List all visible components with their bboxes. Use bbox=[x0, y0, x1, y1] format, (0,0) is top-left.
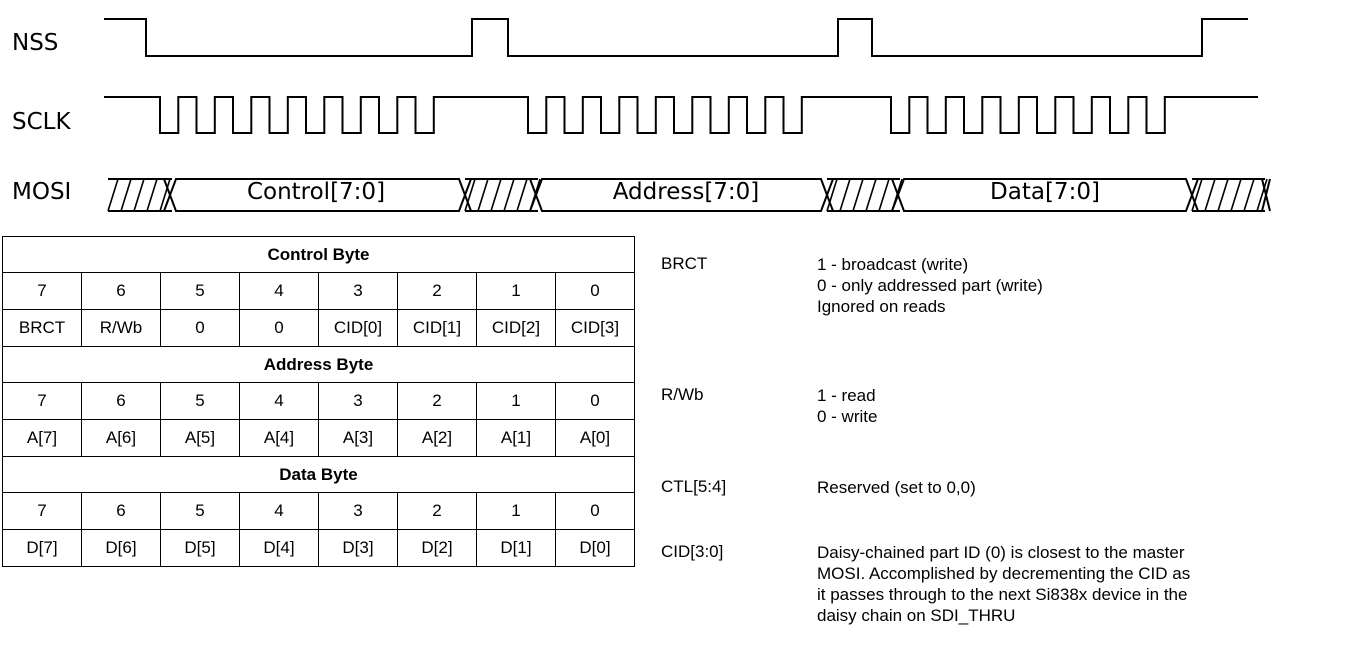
bit-number: 0 bbox=[555, 492, 635, 530]
bit-number: 5 bbox=[160, 272, 240, 310]
bit-number: 4 bbox=[239, 492, 319, 530]
bit-field: CID[0] bbox=[318, 309, 398, 347]
definition-desc: Reserved (set to 0,0) bbox=[817, 478, 976, 497]
mosi-bus: Control[7:0] Address[7:0] Data[7:0] bbox=[107, 178, 1271, 212]
bit-field: D[7] bbox=[2, 529, 82, 567]
bit-number: 3 bbox=[318, 382, 398, 420]
sclk-waveform bbox=[104, 96, 1258, 134]
bit-number: 4 bbox=[239, 272, 319, 310]
sclk-label: SCLK bbox=[12, 109, 71, 135]
timing-diagram: NSS SCLK MOSI Control[7:0] Address[7:0] … bbox=[12, 18, 1271, 212]
mosi-label: MOSI bbox=[12, 179, 71, 205]
definition-desc: 1 - read 0 - write bbox=[817, 386, 878, 426]
bit-field: A[2] bbox=[397, 419, 477, 457]
address-bits-row: 7 6 5 4 3 2 1 0 bbox=[2, 382, 635, 420]
bit-number: 0 bbox=[555, 272, 635, 310]
bus-field-control: Control[7:0] bbox=[247, 179, 385, 205]
bus-field-address: Address[7:0] bbox=[613, 179, 760, 205]
data-bits-row: 7 6 5 4 3 2 1 0 bbox=[2, 492, 635, 530]
nss-waveform bbox=[104, 18, 1248, 57]
bus-field-data: Data[7:0] bbox=[990, 179, 1100, 205]
control-byte-title: Control Byte bbox=[2, 236, 635, 273]
bit-field: 0 bbox=[239, 309, 319, 347]
bit-field: A[4] bbox=[239, 419, 319, 457]
address-fields-row: A[7] A[6] A[5] A[4] A[3] A[2] A[1] A[0] bbox=[2, 419, 635, 457]
definition-term: CID[3:0] bbox=[661, 542, 724, 561]
bit-field: A[0] bbox=[555, 419, 635, 457]
definition-term: R/Wb bbox=[661, 385, 704, 404]
definition-term: BRCT bbox=[661, 254, 708, 273]
bit-field: A[6] bbox=[81, 419, 161, 457]
definition-desc: 1 - broadcast (write) 0 - only addressed… bbox=[817, 255, 1043, 316]
bit-number: 4 bbox=[239, 382, 319, 420]
bit-number: 3 bbox=[318, 492, 398, 530]
bit-number: 6 bbox=[81, 492, 161, 530]
bit-number: 2 bbox=[397, 492, 477, 530]
bit-number: 1 bbox=[476, 272, 556, 310]
address-byte-title: Address Byte bbox=[2, 346, 635, 383]
bit-field: 0 bbox=[160, 309, 240, 347]
bit-number: 2 bbox=[397, 272, 477, 310]
register-table: Control Byte 7 6 5 4 3 2 1 0 BRCT R/Wb 0… bbox=[2, 236, 635, 567]
bit-field: CID[3] bbox=[555, 309, 635, 347]
bit-number: 7 bbox=[2, 382, 82, 420]
data-byte-title: Data Byte bbox=[2, 456, 635, 493]
bit-number: 7 bbox=[2, 492, 82, 530]
bit-field: D[2] bbox=[397, 529, 477, 567]
bit-field: D[5] bbox=[160, 529, 240, 567]
bit-number: 2 bbox=[397, 382, 477, 420]
bit-field: D[4] bbox=[239, 529, 319, 567]
bit-number: 0 bbox=[555, 382, 635, 420]
bit-field: D[1] bbox=[476, 529, 556, 567]
bit-number: 1 bbox=[476, 492, 556, 530]
bit-field: CID[2] bbox=[476, 309, 556, 347]
bit-number: 1 bbox=[476, 382, 556, 420]
nss-label: NSS bbox=[12, 30, 58, 56]
bit-field: D[6] bbox=[81, 529, 161, 567]
control-bits-row: 7 6 5 4 3 2 1 0 bbox=[2, 272, 635, 310]
bit-field: R/Wb bbox=[81, 309, 161, 347]
bit-number: 5 bbox=[160, 382, 240, 420]
bit-number: 6 bbox=[81, 272, 161, 310]
bit-field: BRCT bbox=[2, 309, 82, 347]
bit-field: A[5] bbox=[160, 419, 240, 457]
bit-field: CID[1] bbox=[397, 309, 477, 347]
control-fields-row: BRCT R/Wb 0 0 CID[0] CID[1] CID[2] CID[3… bbox=[2, 309, 635, 347]
bit-field: A[7] bbox=[2, 419, 82, 457]
bit-number: 6 bbox=[81, 382, 161, 420]
definition-desc: Daisy-chained part ID (0) is closest to … bbox=[817, 543, 1191, 625]
bit-field: D[3] bbox=[318, 529, 398, 567]
bit-field: D[0] bbox=[555, 529, 635, 567]
bit-number: 5 bbox=[160, 492, 240, 530]
bit-number: 3 bbox=[318, 272, 398, 310]
bit-number: 7 bbox=[2, 272, 82, 310]
definition-term: CTL[5:4] bbox=[661, 477, 727, 496]
bit-field: A[3] bbox=[318, 419, 398, 457]
data-fields-row: D[7] D[6] D[5] D[4] D[3] D[2] D[1] D[0] bbox=[2, 529, 635, 567]
bit-field: A[1] bbox=[476, 419, 556, 457]
